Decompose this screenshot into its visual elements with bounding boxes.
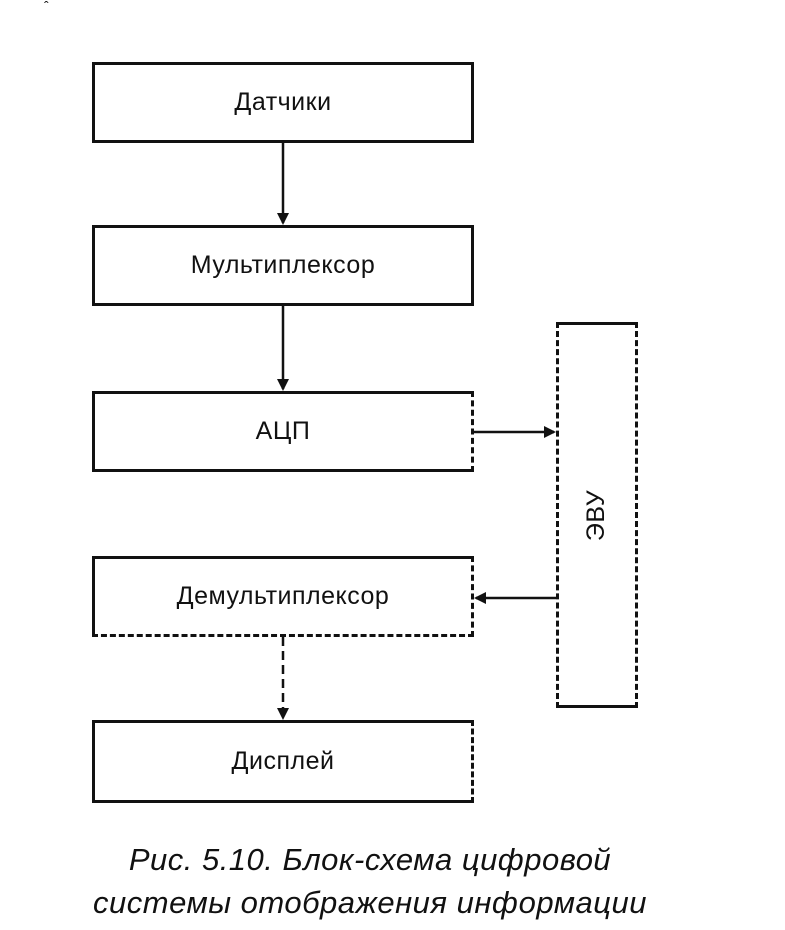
- node-demultiplexer-label: Демультиплексор: [176, 582, 390, 610]
- scan-mark: ˆ: [44, 0, 49, 14]
- node-adc: АЦП: [92, 391, 474, 472]
- node-computer: ЭВУ: [556, 322, 638, 708]
- node-adc-label: АЦП: [255, 417, 311, 445]
- node-multiplexer-label: Мультиплексор: [190, 251, 376, 279]
- node-demultiplexer: Демультиплексор: [92, 556, 474, 637]
- node-display: Дисплей: [92, 720, 474, 803]
- caption-line-2: системы отображения информации: [93, 885, 647, 920]
- caption-line-1: Рис. 5.10. Блок-схема цифровой: [128, 842, 612, 877]
- node-sensors: Датчики: [92, 62, 474, 143]
- node-sensors-label: Датчики: [234, 88, 332, 116]
- node-multiplexer: Мультиплексор: [92, 225, 474, 306]
- figure-caption: Рис. 5.10. Блок-схема цифровой системы о…: [40, 838, 700, 924]
- node-display-label: Дисплей: [231, 747, 335, 775]
